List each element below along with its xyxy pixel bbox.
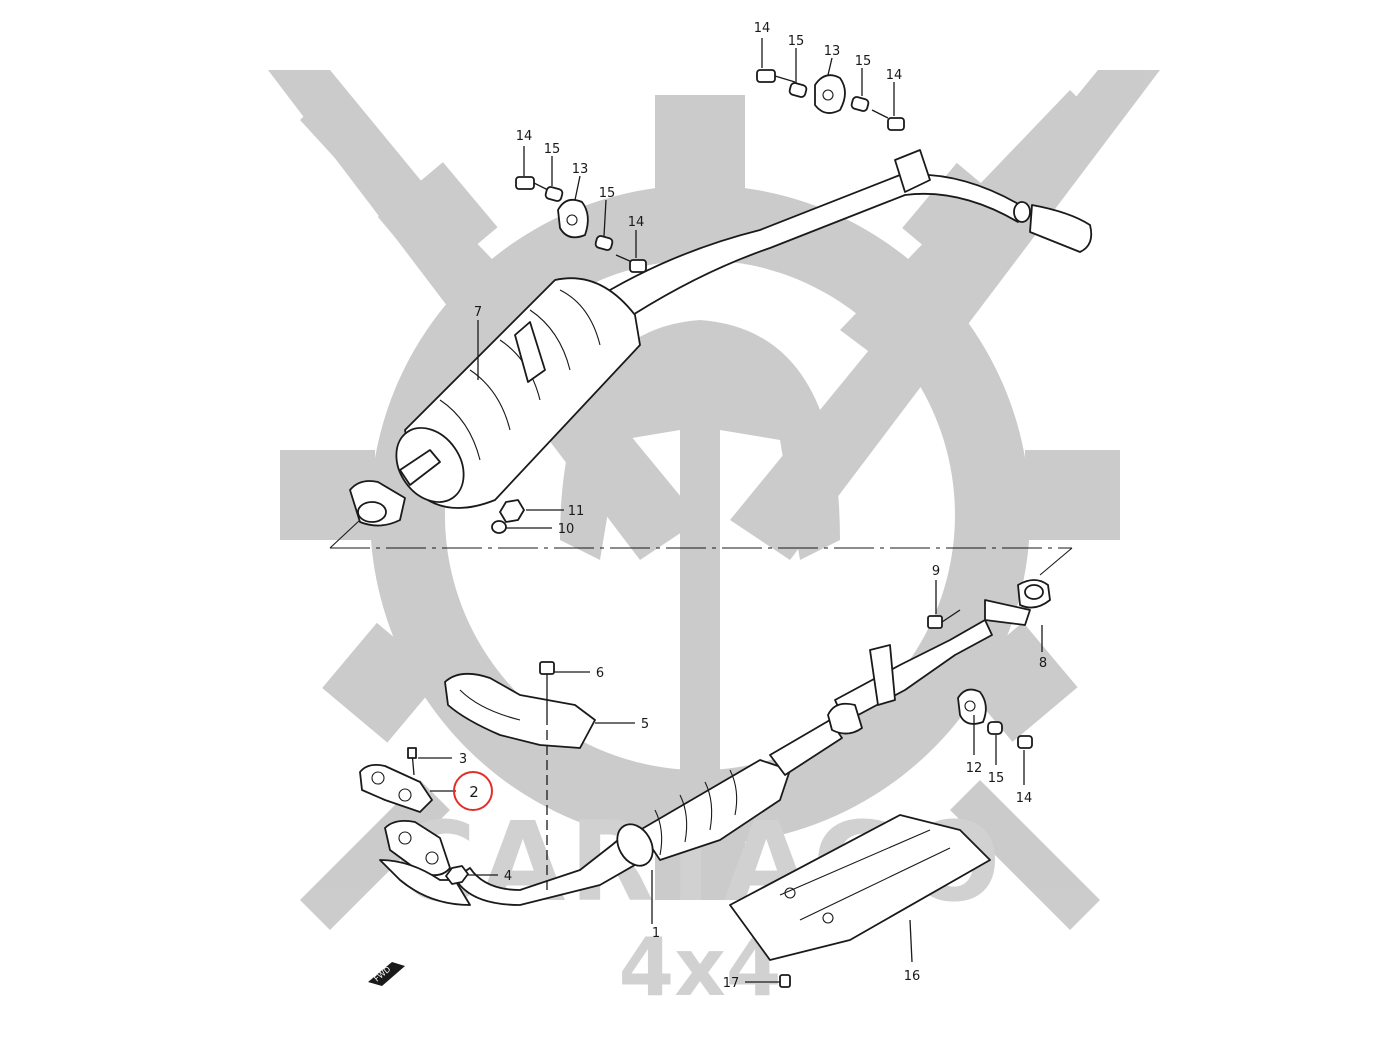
callout-labels: 14 15 13 15 14 14 15 13 15 14 7 11 10 9 … [459,21,1047,991]
hanger-lower [957,688,1033,749]
highlight-circle [453,771,493,811]
callout-10: 10 [558,522,575,537]
callout-15: 15 [544,142,561,157]
hanger-set-upper-right [756,69,905,131]
callout-17: 17 [723,976,740,991]
callout-13: 13 [572,162,589,177]
callout-4: 4 [504,869,512,884]
callout-14: 14 [628,215,645,230]
callout-3: 3 [459,752,467,767]
exhaust-gasket [359,763,433,813]
nut-and-gasket [491,499,525,534]
tail-pipe [609,149,1093,319]
callout-11: 11 [568,504,585,519]
callout-1: 1 [652,926,660,941]
callout-15: 15 [988,771,1005,786]
callout-14: 14 [886,68,903,83]
callout-5: 5 [641,717,649,732]
callout-14: 14 [516,129,533,144]
leader-lines [418,38,1043,983]
callout-15: 15 [855,54,872,69]
callout-7: 7 [474,305,482,320]
callout-8: 8 [1039,656,1047,671]
callout-6: 6 [596,666,604,681]
front-exhaust-pipe [379,579,1051,906]
callout-14: 14 [754,21,771,36]
callout-15: 15 [788,34,805,49]
callout-12: 12 [966,761,983,776]
callout-14: 14 [1016,791,1033,806]
callout-13: 13 [824,44,841,59]
hanger-set-upper-left [515,176,647,273]
main-muffler [349,277,641,527]
callout-9: 9 [932,564,940,579]
fasteners-lower [407,609,961,885]
fwd-arrow-icon: FWD [368,962,405,986]
heat-shield [444,672,596,749]
callout-2-highlighted: 2 [469,783,479,801]
callout-16: 16 [904,969,921,984]
underbody-cover [729,814,991,988]
callout-15: 15 [599,186,616,201]
